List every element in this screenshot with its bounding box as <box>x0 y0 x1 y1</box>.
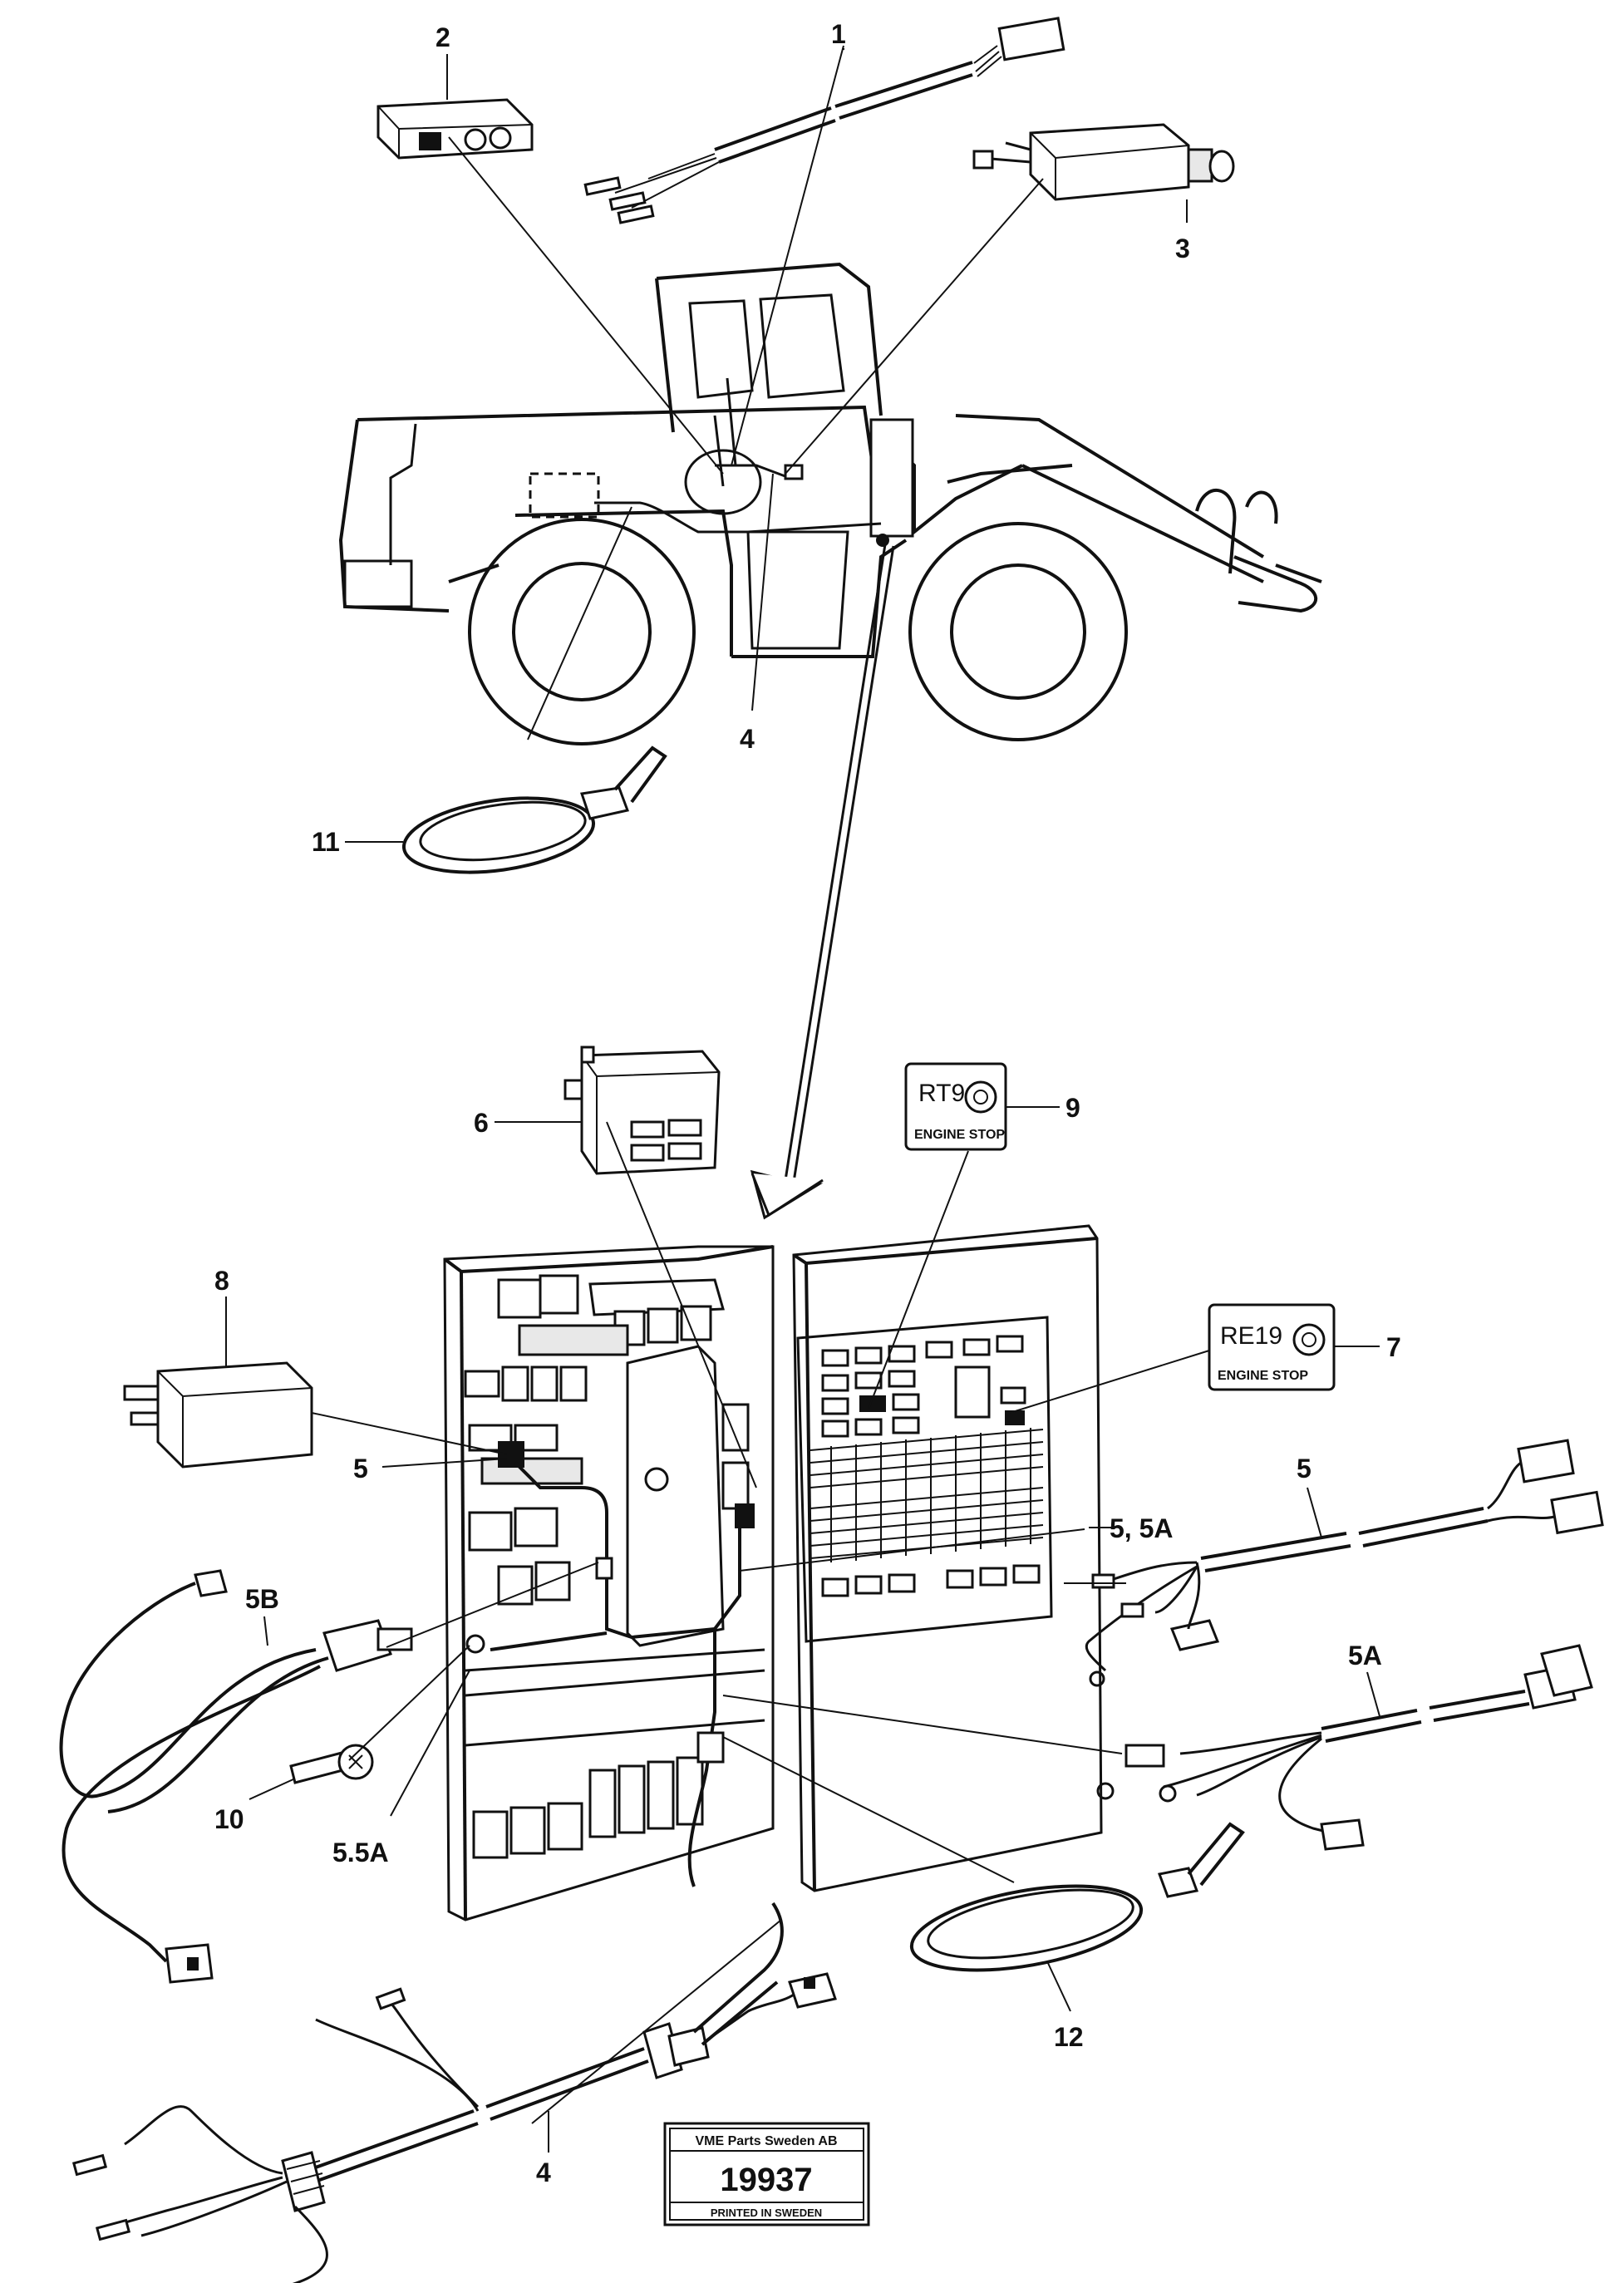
stamp-number: 19937 <box>720 2162 812 2198</box>
callout-5-5a-right: 5, 5A <box>1110 1513 1173 1543</box>
callout-12: 12 <box>1054 2022 1084 2052</box>
callout-4-bottom: 4 <box>536 2158 551 2187</box>
callout-5-5a-bottom: 5.5A <box>332 1838 389 1867</box>
stamp-company: VME Parts Sweden AB <box>695 2134 837 2148</box>
callout-10: 10 <box>214 1804 244 1834</box>
callout-3: 3 <box>1175 234 1190 263</box>
callout-7: 7 <box>1386 1332 1401 1362</box>
callout-5-panel: 5 <box>353 1454 368 1483</box>
callout-6: 6 <box>474 1108 489 1138</box>
bottom-leader-lines <box>311 1121 1210 2124</box>
callout-5-harness: 5 <box>1297 1454 1312 1483</box>
part-1-cable <box>583 17 1065 224</box>
callout-5a: 5A <box>1348 1641 1382 1670</box>
part-6-relay <box>563 1046 721 1175</box>
plate-rt9-code: RT9 <box>918 1080 965 1107</box>
callout-labels: 1 2 3 4 11 6 9 8 7 5 5, 5A 5 5B <box>214 19 1401 2187</box>
plate-re19-code: RE19 <box>1220 1322 1282 1350</box>
plate-rt9: RT9 ENGINE STOP <box>904 1062 1007 1151</box>
callout-5b: 5B <box>245 1584 279 1614</box>
plate-rt9-text: ENGINE STOP <box>914 1128 1005 1142</box>
wheel-loader-illustration <box>338 262 1322 745</box>
electrical-cabinet <box>443 1224 1103 1921</box>
part-5a-harness <box>1096 1644 1593 1851</box>
parts-stamp: VME Parts Sweden AB 19937 PRINTED IN SWE… <box>663 2122 870 2226</box>
part-3-switch <box>972 123 1235 201</box>
location-arrow <box>750 544 895 1220</box>
plate-re19-text: ENGINE STOP <box>1218 1369 1308 1383</box>
part-5b-cable <box>59 1569 413 1984</box>
callout-9: 9 <box>1065 1093 1080 1123</box>
part-8-relay <box>123 1361 313 1469</box>
callout-4-machine: 4 <box>740 724 755 754</box>
stamp-footer: PRINTED IN SWEDEN <box>711 2207 822 2219</box>
part-11-cable-tie <box>401 745 667 874</box>
cabinet-components <box>464 1274 765 1859</box>
part-2-switch <box>376 98 534 160</box>
callout-2: 2 <box>436 22 450 52</box>
callout-11: 11 <box>312 827 340 857</box>
callout-1: 1 <box>831 19 846 49</box>
part-4-harness <box>71 1902 837 2283</box>
top-leader-lines <box>448 45 1044 740</box>
part-10-screw <box>289 1744 374 1784</box>
part-12-cable-tie <box>909 1822 1245 1972</box>
plate-re19: RE19 ENGINE STOP <box>1208 1303 1336 1391</box>
part-5-harness <box>1085 1439 1604 1687</box>
door-fuse-grid <box>796 1316 1053 1643</box>
callout-8: 8 <box>214 1266 229 1296</box>
